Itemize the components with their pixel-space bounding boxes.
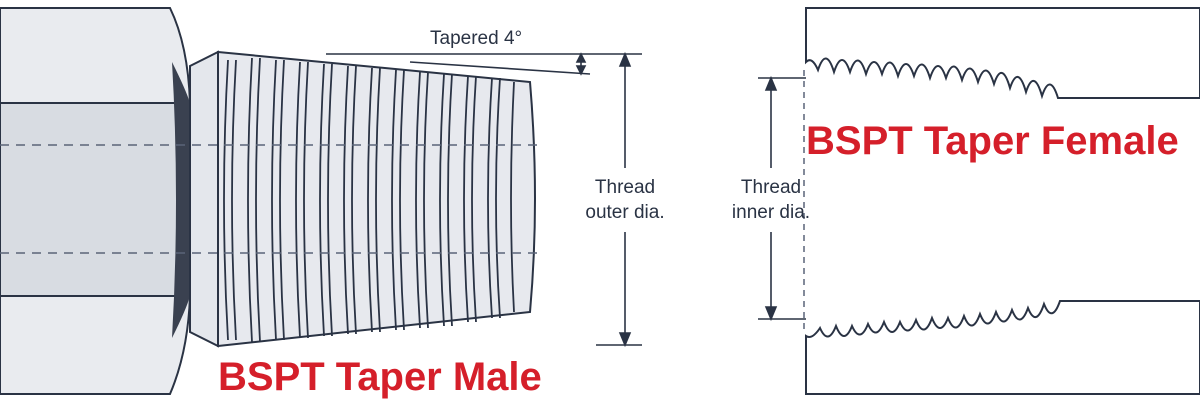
inner-dia-label-line2: inner dia. — [732, 202, 810, 223]
outer-dia-label-line1: Thread — [595, 177, 655, 198]
inner-dia-dimension — [758, 75, 806, 322]
female-title: BSPT Taper Female — [806, 119, 1179, 163]
fitting-neck — [189, 50, 219, 348]
hex-nut — [0, 7, 192, 395]
inner-dia-label-line1: Thread — [741, 177, 801, 198]
taper-label: Tapered 4° — [430, 28, 522, 49]
outer-dia-label-line2: outer dia. — [585, 202, 664, 223]
male-title: BSPT Taper Male — [218, 355, 542, 399]
male-thread-crests — [223, 57, 515, 343]
female-upper-wall — [805, 7, 1200, 100]
outer-dia-dimension — [596, 51, 642, 348]
female-fitting: Thread inner dia. BSPT Taper Female — [732, 7, 1200, 395]
taper-indicator — [326, 52, 642, 76]
male-centerlines — [0, 144, 540, 254]
female-lower-wall — [805, 300, 1200, 395]
male-fitting: Tapered 4° Thread outer dia. BSPT Taper … — [0, 7, 665, 399]
